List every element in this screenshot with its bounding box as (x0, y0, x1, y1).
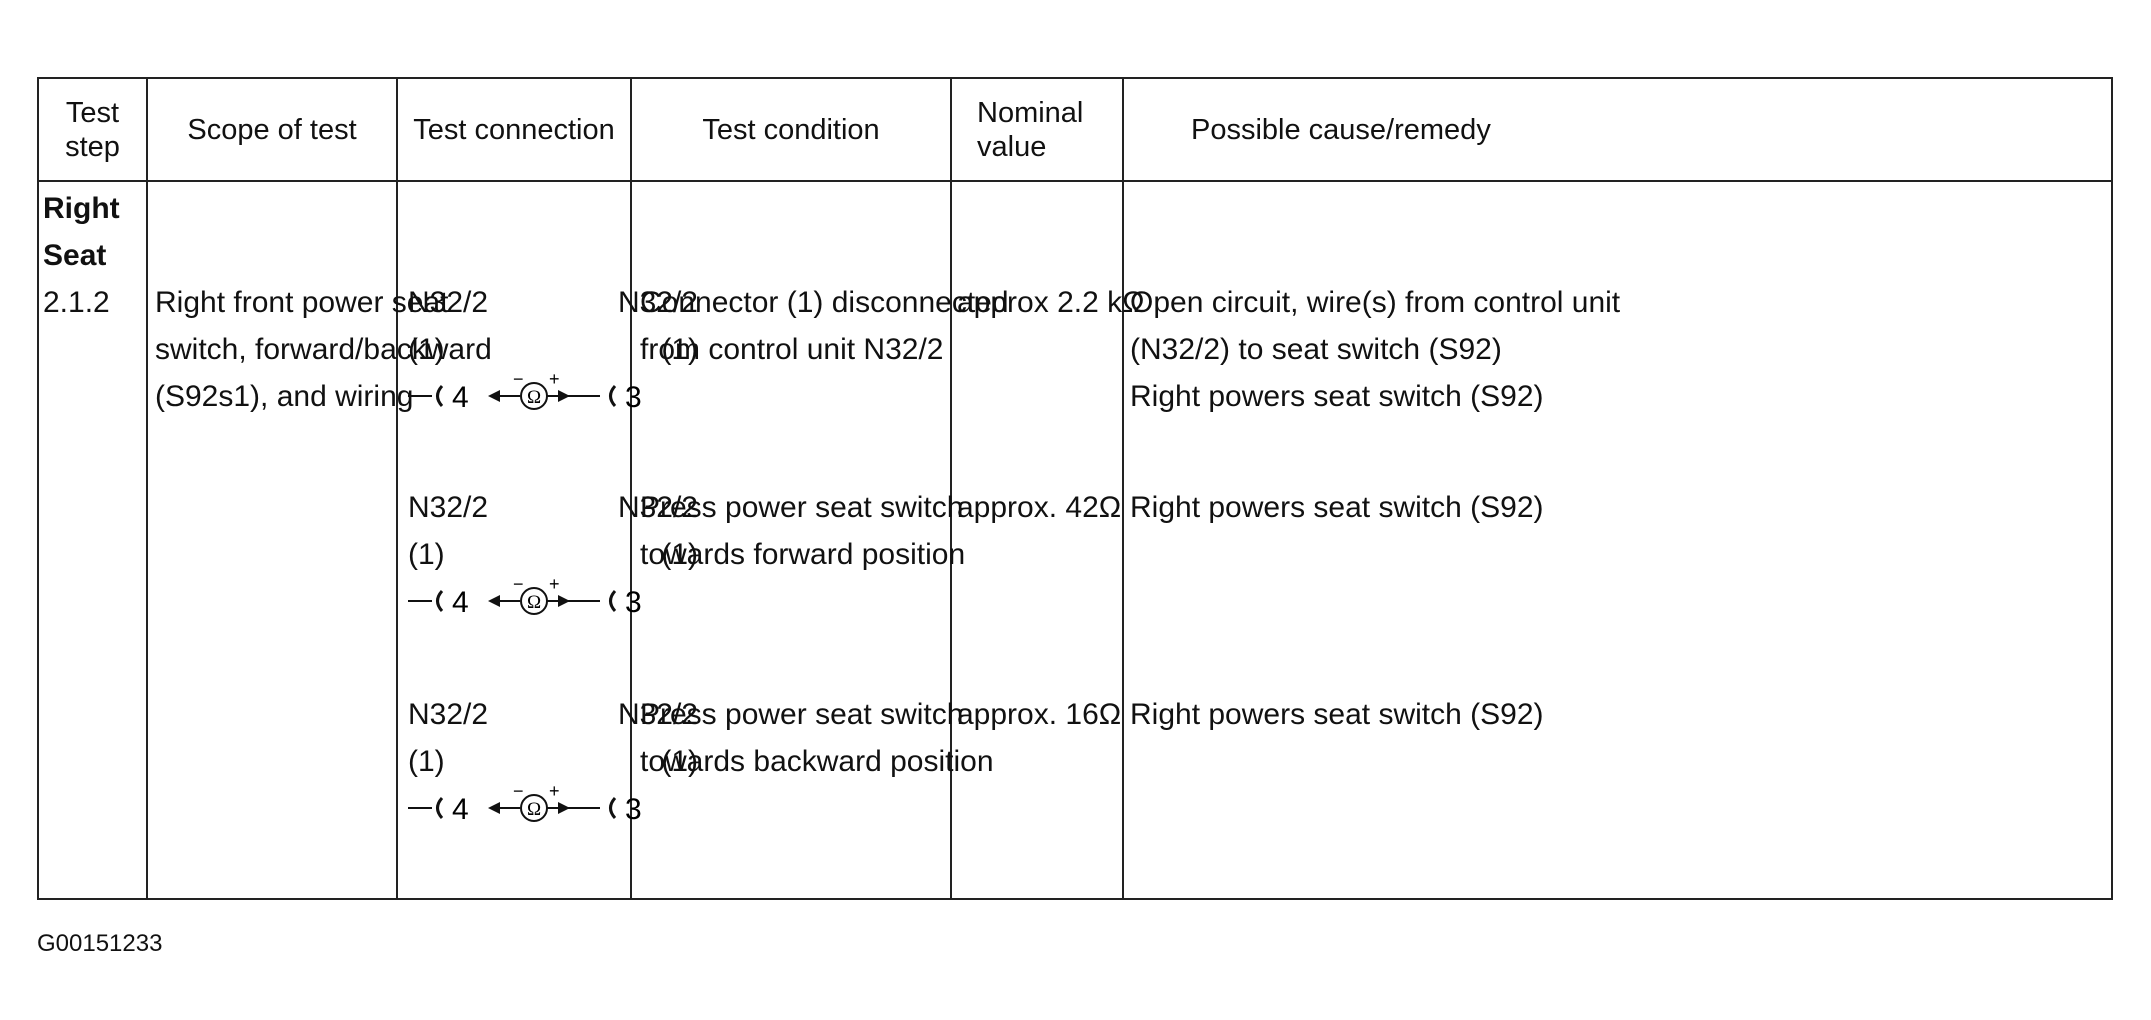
connector-right-group: (1) (661, 333, 698, 366)
nominal-value: approx. 42Ω (957, 491, 1122, 524)
test-condition-line: Press power seat switch (640, 698, 964, 731)
nominal-value: approx. 16Ω (957, 698, 1122, 731)
ohm-symbol: Ω (527, 592, 541, 613)
pin-left-number: 4 (452, 793, 469, 826)
arrow-left-icon (488, 390, 500, 402)
arrow-left-icon (488, 595, 500, 607)
test-connection-2: N32/2 N32/2 (1) (1) 4 Ω − + 3 (400, 484, 720, 634)
ohm-symbol: Ω (527, 799, 541, 820)
ohmmeter-diagram: 4 Ω − + 3 (408, 785, 642, 826)
connector-pin-icon (436, 589, 444, 613)
connector-pin-icon (609, 384, 617, 408)
cause-line: Right powers seat switch (S92) (1130, 698, 1544, 731)
arrow-left-icon (488, 802, 500, 814)
meter-minus: − (513, 373, 524, 389)
connector-left-id: N32/2 (408, 286, 489, 319)
pin-left-number: 4 (452, 381, 469, 414)
test-condition-line: Connector (1) disconnected (640, 286, 1009, 319)
pin-left-number: 4 (452, 586, 469, 619)
connector-pin-icon (609, 589, 617, 613)
meter-plus: + (549, 785, 560, 801)
ohmmeter-diagram: 4 Ω − + 3 (408, 578, 642, 619)
connector-left-group: (1) (408, 538, 445, 571)
pin-right-number: 3 (625, 586, 642, 619)
header-test-step-label: Test step (65, 96, 120, 163)
connector-pin-icon (609, 796, 617, 820)
header-cause-label: Possible cause/remedy (1191, 113, 1491, 146)
test-condition-line: Press power seat switch (640, 491, 964, 524)
section-label-line1: Right (43, 192, 120, 225)
scope-line: Right front power seat (155, 286, 449, 319)
header-condition-label: Test condition (702, 113, 880, 146)
scope-line: (S92s1), and wiring (155, 380, 414, 413)
test-condition-line: from control unit N32/2 (640, 333, 944, 366)
connector-right-id: N32/2 (617, 286, 698, 319)
column-divider (396, 79, 398, 898)
section-label-line2: Seat (43, 239, 107, 272)
header-nominal-label: Nominal value (977, 96, 1084, 163)
test-condition-line: towards backward position (640, 745, 994, 778)
cause-line: Right powers seat switch (S92) (1130, 380, 1544, 413)
test-table: Test step Scope of test Test connection … (37, 77, 2113, 900)
ohmmeter-diagram: 4 Ω − + 3 (408, 373, 642, 414)
connector-pin-icon (436, 384, 444, 408)
scope-line: switch, forward/backward (155, 333, 492, 366)
column-divider (146, 79, 148, 898)
column-divider (950, 79, 952, 898)
meter-minus: − (513, 578, 524, 594)
cause-line: Open circuit, wire(s) from control unit (1130, 286, 1621, 319)
connector-right-group: (1) (661, 745, 698, 778)
connector-left-id: N32/2 (408, 491, 489, 524)
connector-left-id: N32/2 (408, 698, 489, 731)
pin-right-number: 3 (625, 793, 642, 826)
test-condition-line: towards forward position (640, 538, 966, 571)
pin-right-number: 3 (625, 381, 642, 414)
nominal-value: approx 2.2 kΩ (957, 286, 1145, 319)
meter-plus: + (549, 578, 560, 594)
arrow-right-icon (558, 595, 570, 607)
column-divider (630, 79, 632, 898)
header-cause: Possible cause/remedy (1124, 79, 2115, 180)
test-connection-1: N32/2 N32/2 (1) (1) 4 Ω − + 3 (400, 279, 720, 429)
meter-minus: − (513, 785, 524, 801)
header-divider (39, 180, 2111, 182)
column-divider (1122, 79, 1124, 898)
header-scope: Scope of test (148, 79, 396, 180)
connector-right-group: (1) (661, 538, 698, 571)
connector-left-group: (1) (408, 333, 445, 366)
test-step-number: 2.1.2 (43, 286, 110, 319)
meter-plus: + (549, 373, 560, 389)
connector-left-group: (1) (408, 745, 445, 778)
test-connection-3: N32/2 N32/2 (1) (1) 4 Ω − + 3 (400, 691, 720, 841)
header-connection: Test connection (398, 79, 630, 180)
header-nominal: Nominal value (977, 79, 1122, 180)
arrow-right-icon (558, 390, 570, 402)
figure-id: G00151233 (37, 930, 163, 957)
header-scope-label: Scope of test (187, 113, 357, 146)
ohm-symbol: Ω (527, 387, 541, 408)
header-test-step: Test step (39, 79, 146, 180)
connector-right-id: N32/2 (617, 698, 698, 731)
connector-right-id: N32/2 (617, 491, 698, 524)
cause-line: (N32/2) to seat switch (S92) (1130, 333, 1502, 366)
connector-pin-icon (436, 796, 444, 820)
cause-line: Right powers seat switch (S92) (1130, 491, 1544, 524)
arrow-right-icon (558, 802, 570, 814)
header-condition: Test condition (632, 79, 950, 180)
header-connection-label: Test connection (413, 113, 615, 146)
